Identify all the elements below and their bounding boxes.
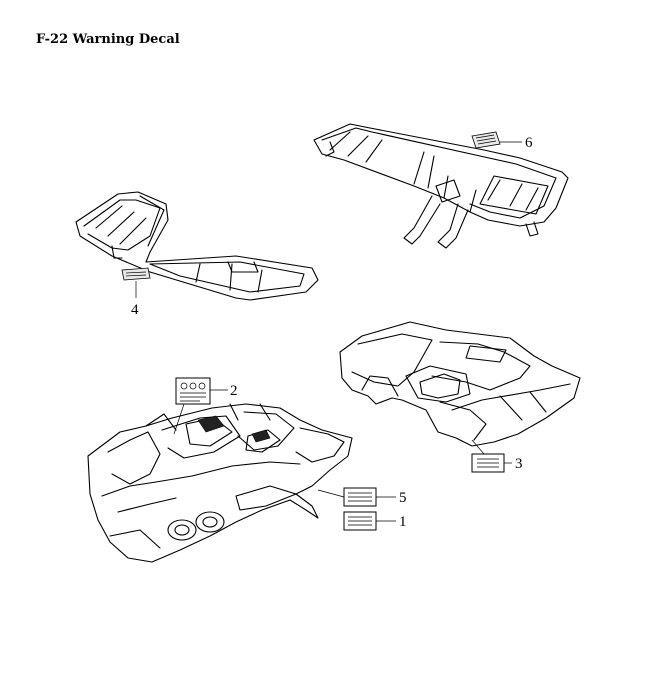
decal-5 [343, 487, 377, 507]
decal-1 [343, 511, 377, 531]
rear-rack [313, 123, 569, 249]
callout-2: 2 [230, 383, 238, 399]
rear-fender [339, 321, 581, 447]
decal-3 [471, 453, 505, 473]
decal-2 [175, 377, 211, 405]
callout-4: 4 [131, 302, 139, 318]
decal-4 [121, 267, 151, 281]
front-rack [75, 191, 319, 301]
callout-3: 3 [515, 456, 523, 472]
decal-6 [471, 131, 501, 149]
callout-1: 1 [399, 514, 407, 530]
front-fender [87, 403, 353, 563]
callout-6: 6 [525, 135, 533, 151]
callout-5: 5 [399, 490, 407, 506]
page-title: F-22 Warning Decal [36, 32, 180, 47]
